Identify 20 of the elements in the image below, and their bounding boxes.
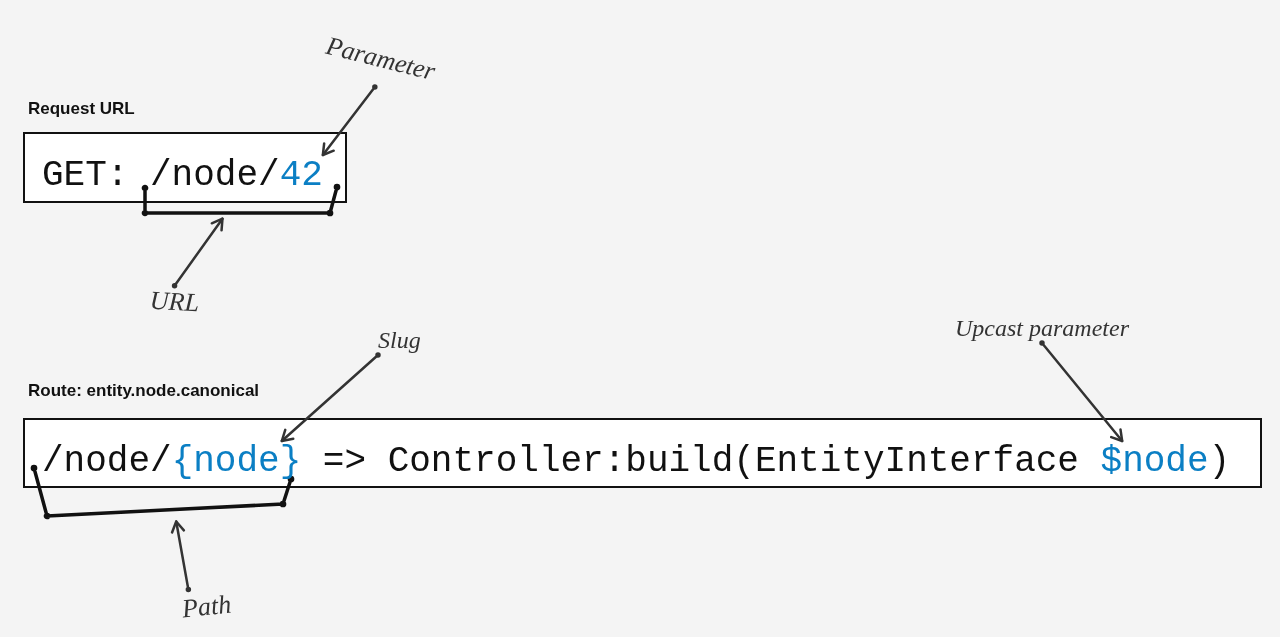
annotation-label: URL [149,285,200,319]
section-heading: Request URL [28,98,135,120]
code-text: /node/ [42,441,172,482]
annotation-label: Path [180,589,233,625]
leader-arrow [171,217,224,289]
section-heading: Route: entity.node.canonical [28,380,260,402]
bracket [141,183,341,217]
leader-arrow [170,520,192,593]
annotation-label: Upcast parameter [955,313,1129,343]
leader-arrow [280,352,381,443]
highlighted-code: $node [1100,441,1209,482]
code-text: => Controller:build(EntityInterface [322,441,1079,482]
code-text: ) [1208,441,1231,482]
annotation-label: Parameter [323,31,439,87]
leader-arrow [321,84,378,157]
leader-arrow [1039,340,1124,443]
highlighted-code: {node} [171,441,302,482]
annotation-label: Slug [378,325,421,355]
highlighted-code: 42 [279,155,323,196]
code-text: GET: /node/ [42,155,280,196]
